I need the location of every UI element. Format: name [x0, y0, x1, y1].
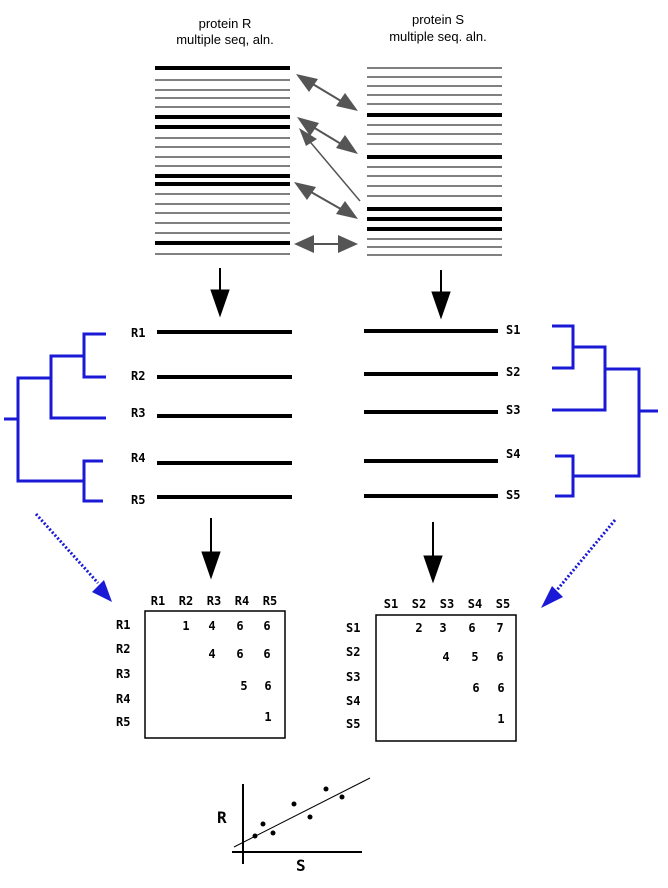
matrix-r-cell: 1	[264, 710, 271, 724]
matrix-s-row-header: S5	[346, 717, 360, 731]
matrix-s-col-header: S1	[384, 597, 398, 611]
matrix-r-cell: 4	[208, 647, 215, 661]
matrix-r-cell: 6	[263, 647, 270, 661]
s-label-4: S4	[506, 447, 520, 461]
matrix-r-col-header: R4	[235, 594, 249, 608]
scatter-point	[260, 821, 266, 827]
matrix-s: S1 S2 S3 S4 S5 S1 S2 S3 S4 S5 2 3 6 7 4 …	[346, 597, 517, 742]
s-label-5: S5	[506, 488, 520, 502]
matrix-r-cell: 6	[264, 679, 271, 693]
blue-dotted-arrows	[34, 512, 617, 608]
r-tree	[4, 332, 106, 503]
matrix-s-cell: 2	[415, 621, 422, 635]
matrix-r-row-header: R1	[116, 618, 130, 632]
scatter-point	[307, 814, 313, 820]
matrix-s-cell: 4	[442, 650, 449, 664]
scatter-point	[252, 833, 258, 839]
matrix-r-row-header: R4	[116, 692, 130, 706]
s-sequences	[364, 329, 498, 498]
r-label-3: R3	[131, 406, 145, 420]
matrix-r-cell: 5	[240, 679, 247, 693]
r-sequence-labels: R1 R2 R3 R4 R5	[131, 326, 145, 507]
matrix-r-col-header: R1	[151, 594, 165, 608]
matrix-r-row-header: R2	[116, 642, 130, 656]
matrix-s-cell: 5	[471, 650, 478, 664]
matrix-r-row-header: R5	[116, 715, 130, 729]
matrix-r-col-header: R5	[263, 594, 277, 608]
matrix-s-cell: 6	[497, 681, 504, 695]
matrix-s-cell: 7	[496, 621, 503, 635]
scatter-x-label: S	[296, 856, 306, 875]
matrix-s-row-header: S4	[346, 694, 360, 708]
alignment-s	[367, 67, 502, 256]
matrix-r-row-header: R3	[116, 667, 130, 681]
matrix-r-cell: 6	[236, 619, 243, 633]
r-sequences	[157, 330, 292, 499]
r-label-4: R4	[131, 451, 145, 465]
scatter-point	[339, 794, 345, 800]
s-tree	[552, 324, 658, 498]
s-label-2: S2	[506, 365, 520, 379]
matrix-s-row-header: S1	[346, 621, 360, 635]
alignment-r	[155, 66, 290, 255]
r-title-line2: multiple seq, aln.	[176, 32, 274, 47]
matrix-s-cell: 3	[439, 621, 446, 635]
matrix-s-col-header: S4	[468, 597, 482, 611]
matrix-s-cell: 6	[472, 681, 479, 695]
matrix-s-col-header: S2	[412, 597, 426, 611]
s-title-line2: multiple seq. aln.	[389, 29, 487, 44]
scatter-y-label: R	[217, 808, 227, 827]
s-label-3: S3	[506, 403, 520, 417]
matrix-r: R1 R2 R3 R4 R5 R1 R2 R3 R4 R5 1 4 6 6 4 …	[116, 594, 286, 739]
scatter-plot: R S	[217, 777, 371, 875]
scatter-point	[291, 801, 297, 807]
matrix-s-cell: 6	[496, 650, 503, 664]
r-label-5: R5	[131, 493, 145, 507]
matrix-r-box	[144, 610, 286, 739]
matrix-s-col-header: S3	[440, 597, 454, 611]
matrix-r-col-header: R2	[179, 594, 193, 608]
r-label-1: R1	[131, 326, 145, 340]
matrix-s-col-header: S5	[496, 597, 510, 611]
matrix-r-col-header: R3	[207, 594, 221, 608]
s-label-1: S1	[506, 323, 520, 337]
matrix-s-row-header: S3	[346, 670, 360, 684]
matrix-s-cell: 1	[497, 712, 504, 726]
matrix-s-box	[375, 614, 517, 742]
s-title-line1: protein S	[412, 12, 464, 27]
r-label-2: R2	[131, 369, 145, 383]
matrix-r-cell: 6	[263, 619, 270, 633]
matrix-r-cell: 1	[182, 619, 189, 633]
matrix-r-cell: 6	[236, 647, 243, 661]
scatter-point	[323, 786, 329, 792]
down-arrows	[201, 268, 451, 584]
matrix-s-cell: 6	[468, 621, 475, 635]
matrix-r-cell: 4	[208, 619, 215, 633]
s-sequence-labels: S1 S2 S3 S4 S5	[506, 323, 520, 502]
matrix-s-row-header: S2	[346, 645, 360, 659]
header-titles: protein R multiple seq, aln. protein S m…	[176, 12, 487, 47]
correspondence-arrows	[294, 74, 361, 253]
scatter-point	[270, 830, 276, 836]
r-title-line1: protein R	[199, 16, 252, 31]
